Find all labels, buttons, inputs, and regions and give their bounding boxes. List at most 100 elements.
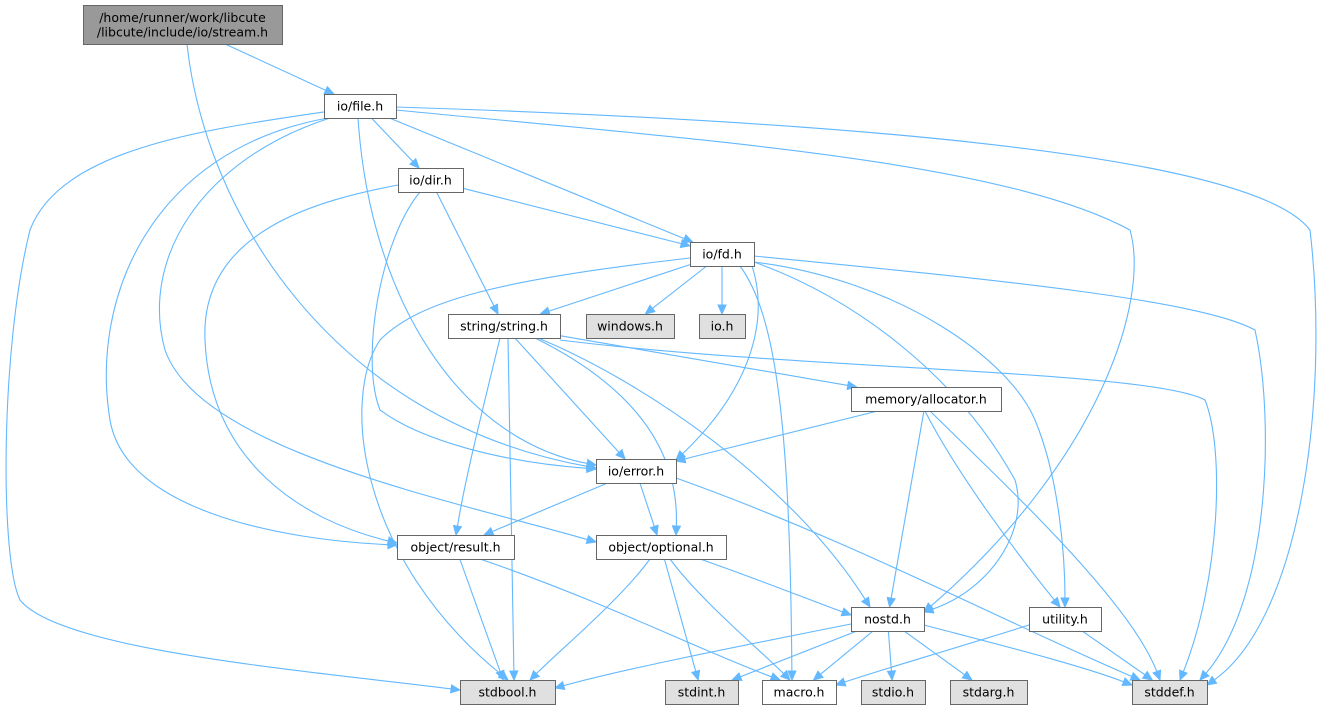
node-error-label: io/error.h	[608, 464, 664, 479]
edge-result-to-stdbool-arrowhead	[495, 669, 505, 682]
edge-file-to-stddef-line	[395, 106, 1317, 681]
edge-dir-to-result	[204, 184, 399, 546]
edge-error-to-result-line	[491, 482, 608, 533]
node-io-label: io.h	[711, 319, 734, 334]
edge-optional-to-stdint-arrowhead	[690, 669, 701, 682]
edge-dir-to-fd	[462, 187, 692, 249]
edge-result-to-macro-arrowhead	[769, 672, 782, 682]
edge-error-to-stddef	[675, 477, 1142, 681]
node-stdarg: stdarg.h	[950, 680, 1028, 705]
edge-fd-to-nostd-arrowhead	[922, 604, 935, 614]
node-io: io.h	[699, 314, 746, 339]
edge-string-to-result-line	[456, 337, 501, 528]
edge-file-to-result-line	[105, 117, 390, 546]
edge-file-to-dir-arrowhead	[409, 157, 420, 169]
edge-string-to-optional-arrowhead	[671, 525, 682, 537]
edge-optional-to-macro-line	[669, 558, 785, 675]
node-fd[interactable]: io/fd.h	[690, 242, 755, 267]
node-stddef: stddef.h	[1132, 680, 1208, 705]
node-allocator[interactable]: memory/allocator.h	[851, 387, 1002, 412]
node-fd-label: io/fd.h	[702, 247, 742, 262]
edge-file-to-fd	[389, 117, 694, 243]
edge-file-to-stdbool-line	[5, 111, 453, 690]
edge-string-to-error	[514, 337, 626, 460]
node-nostd[interactable]: nostd.h	[851, 607, 925, 632]
node-utility-label: utility.h	[1042, 612, 1088, 627]
edge-fd-to-string-arrowhead	[539, 306, 551, 316]
edge-nostd-to-stdint-arrowhead	[730, 672, 743, 681]
edge-stream-to-file-line	[224, 43, 327, 92]
edge-allocator-to-nostd-line	[890, 410, 925, 600]
edge-allocator-to-nostd-arrowhead	[886, 596, 896, 609]
node-windows: windows.h	[586, 314, 675, 339]
edge-utility-to-macro-line	[843, 624, 1030, 683]
edge-dir-to-error-arrowhead	[586, 463, 598, 474]
node-stdint: stdint.h	[665, 680, 739, 705]
edge-optional-to-nostd	[699, 558, 853, 617]
edge-file-to-dir	[371, 117, 420, 169]
node-result[interactable]: object/result.h	[397, 535, 515, 560]
edge-result-to-macro-line	[479, 558, 773, 678]
node-file-label: io/file.h	[337, 99, 383, 114]
edge-optional-to-stdbool-arrowhead	[529, 669, 541, 681]
edge-dir-to-string	[436, 191, 499, 316]
edge-string-to-stddef	[559, 339, 1218, 682]
edge-fd-to-stddef-line	[753, 255, 1266, 675]
edge-nostd-to-stdarg-line	[903, 630, 966, 676]
edge-fd-to-windows-line	[651, 265, 708, 310]
node-utility[interactable]: utility.h	[1029, 607, 1102, 632]
node-result-box	[397, 535, 515, 560]
edge-string-to-stdbool-arrowhead	[509, 670, 519, 682]
edge-fd-to-utility-line	[753, 261, 1066, 600]
edge-fd-to-macro-line	[739, 265, 793, 673]
node-result-label: object/result.h	[411, 540, 501, 555]
edge-fd-to-windows-arrowhead	[644, 304, 656, 315]
edge-optional-to-stdbool-line	[535, 558, 651, 675]
edge-error-to-result	[482, 482, 608, 536]
edge-fd-to-windows	[644, 265, 708, 315]
edge-stream-to-file-arrowhead	[323, 85, 335, 95]
edge-string-to-stddef-line	[559, 339, 1218, 673]
edge-fd-to-macro-arrowhead	[787, 670, 797, 682]
node-macro[interactable]: macro.h	[762, 680, 837, 705]
edge-nostd-to-macro-line	[819, 630, 874, 676]
node-stream-label: /home/runner/work/libcute	[99, 10, 266, 25]
node-stddef-box	[1132, 680, 1208, 705]
node-stdint-label: stdint.h	[678, 685, 726, 700]
node-stream[interactable]: /home/runner/work/libcute/libcute/includ…	[83, 5, 283, 45]
edge-nostd-to-stdio	[886, 630, 897, 682]
edge-dir-to-string-arrowhead	[489, 303, 499, 316]
edge-utility-to-stddef-line	[1081, 630, 1147, 676]
edge-error-to-result-arrowhead	[482, 526, 495, 536]
node-stream-label: /libcute/include/io/stream.h	[97, 24, 268, 39]
edge-nostd-to-stdint-line	[739, 630, 858, 678]
node-macro-box	[762, 680, 837, 705]
edge-file-to-nostd-line	[395, 109, 1135, 608]
node-string-label: string/string.h	[460, 319, 548, 334]
edge-allocator-to-error-line	[683, 410, 878, 460]
edge-optional-to-macro-arrowhead	[779, 669, 791, 681]
edge-error-to-stddef-arrowhead	[1129, 671, 1142, 681]
edge-fd-to-error-line	[681, 265, 759, 455]
edge-nostd-to-macro	[812, 630, 874, 681]
edge-optional-to-stdbool	[529, 558, 651, 681]
node-file[interactable]: io/file.h	[324, 94, 397, 119]
edge-dir-to-error-line	[371, 191, 589, 469]
node-string[interactable]: string/string.h	[448, 314, 561, 339]
edge-utility-to-macro-arrowhead	[834, 677, 847, 687]
edge-file-to-stddef	[395, 106, 1317, 686]
node-optional[interactable]: object/optional.h	[596, 535, 727, 560]
node-stdio-label: stdio.h	[872, 685, 914, 700]
node-stdarg-label: stdarg.h	[963, 685, 1015, 700]
edge-file-to-fd-arrowhead	[682, 233, 694, 243]
node-optional-label: object/optional.h	[608, 540, 713, 555]
node-error[interactable]: io/error.h	[596, 459, 677, 484]
edge-file-to-stdbool-arrowhead	[449, 684, 462, 694]
node-dir-box	[398, 168, 464, 193]
node-stdarg-box	[950, 680, 1028, 705]
edge-nostd-to-stddef-line	[923, 624, 1125, 683]
node-dir[interactable]: io/dir.h	[398, 168, 464, 193]
edge-fd-to-io-arrowhead	[717, 304, 727, 316]
node-file-box	[324, 94, 397, 119]
edge-allocator-to-stddef-arrowhead	[1152, 669, 1162, 682]
